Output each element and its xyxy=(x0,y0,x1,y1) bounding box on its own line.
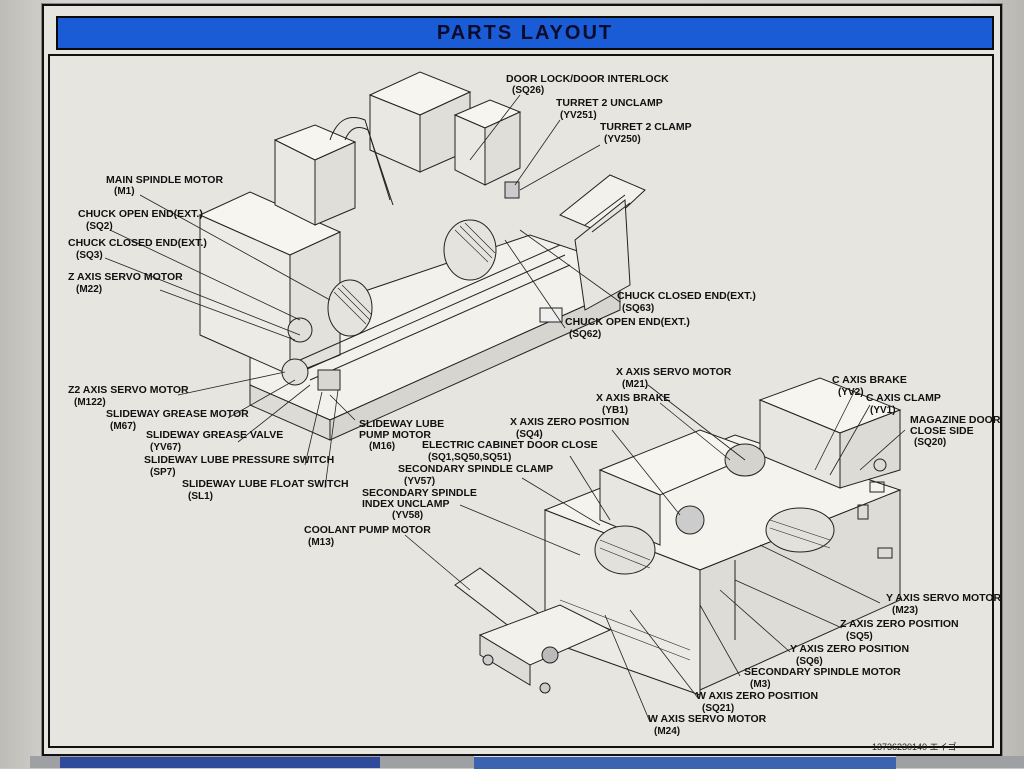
callout-labels: DOOR LOCK/DOOR INTERLOCK (SQ26) TURRET 2… xyxy=(68,73,1003,737)
code-electric-cabinet-door: (SQ1,SQ50,SQ51) xyxy=(428,452,511,463)
label-c-axis-clamp: C AXIS CLAMP xyxy=(866,392,941,404)
code-chuck-closed-sub: (SQ63) xyxy=(622,303,654,314)
bottom-plate-left xyxy=(60,757,380,768)
label-secondary-spindle-index-line2: INDEX UNCLAMP xyxy=(362,498,450,510)
label-z2-axis-servo: Z2 AXIS SERVO MOTOR xyxy=(68,384,189,396)
code-secondary-spindle-motor: (M3) xyxy=(750,679,771,690)
code-chuck-closed-main: (SQ3) xyxy=(76,250,103,261)
code-c-axis-brake: (YV2) xyxy=(838,387,864,398)
label-slideway-lube-pump-line2: PUMP MOTOR xyxy=(359,429,431,441)
label-door-lock: DOOR LOCK/DOOR INTERLOCK xyxy=(506,73,669,85)
label-x-axis-brake: X AXIS BRAKE xyxy=(596,392,670,404)
label-slideway-lube-float: SLIDEWAY LUBE FLOAT SWITCH xyxy=(182,478,349,490)
label-magazine-door-line2: CLOSE SIDE xyxy=(910,425,974,437)
code-magazine-door: (SQ20) xyxy=(914,437,946,448)
label-slideway-lube-pump: SLIDEWAY LUBE PUMP MOTOR xyxy=(359,418,447,441)
label-w-axis-servo: W AXIS SERVO MOTOR xyxy=(648,713,767,725)
label-x-axis-zero: X AXIS ZERO POSITION xyxy=(510,416,629,428)
title-bar: PARTS LAYOUT xyxy=(56,16,994,50)
code-secondary-spindle-index: (YV58) xyxy=(392,510,423,521)
leader-lines xyxy=(104,94,906,723)
parts-layout-plate: PARTS LAYOUT xyxy=(42,4,1002,756)
code-x-axis-zero: (SQ4) xyxy=(516,429,543,440)
label-slideway-grease-motor: SLIDEWAY GREASE MOTOR xyxy=(106,408,249,420)
label-coolant-pump: COOLANT PUMP MOTOR xyxy=(304,524,431,536)
code-slideway-grease-valve: (YV67) xyxy=(150,442,181,453)
label-chuck-closed-sub: CHUCK CLOSED END(EXT.) xyxy=(617,290,756,302)
bottom-plate-right xyxy=(474,756,896,769)
code-slideway-lube-pump: (M16) xyxy=(369,441,395,452)
code-z-axis-servo: (M22) xyxy=(76,284,102,295)
label-slideway-lube-pump-line1: SLIDEWAY LUBE xyxy=(359,418,444,430)
label-secondary-spindle-clamp: SECONDARY SPINDLE CLAMP xyxy=(398,463,553,475)
label-slideway-grease-valve: SLIDEWAY GREASE VALVE xyxy=(146,429,283,441)
label-z-axis-servo: Z AXIS SERVO MOTOR xyxy=(68,271,183,283)
label-chuck-open-main: CHUCK OPEN END(EXT.) xyxy=(78,208,203,220)
label-w-axis-zero: W AXIS ZERO POSITION xyxy=(696,690,818,702)
code-slideway-lube-float: (SL1) xyxy=(188,491,213,502)
label-magazine-door-line1: MAGAZINE DOOR xyxy=(910,414,1001,426)
label-turret2-unclamp: TURRET 2 UNCLAMP xyxy=(556,97,663,109)
code-chuck-open-sub: (SQ62) xyxy=(569,329,601,340)
label-secondary-spindle-motor: SECONDARY SPINDLE MOTOR xyxy=(744,666,901,678)
label-c-axis-brake: C AXIS BRAKE xyxy=(832,374,907,386)
label-x-axis-servo: X AXIS SERVO MOTOR xyxy=(616,366,732,378)
code-z2-axis-servo: (M122) xyxy=(74,397,106,408)
code-door-lock: (SQ26) xyxy=(512,85,544,96)
code-w-axis-zero: (SQ21) xyxy=(702,703,734,714)
code-turret2-unclamp: (YV251) xyxy=(560,110,597,121)
label-turret2-clamp: TURRET 2 CLAMP xyxy=(600,121,692,133)
code-chuck-open-main: (SQ2) xyxy=(86,221,113,232)
label-secondary-spindle-index: SECONDARY SPINDLE INDEX UNCLAMP xyxy=(362,487,480,510)
code-turret2-clamp: (YV250) xyxy=(604,134,641,145)
label-main-spindle-motor: MAIN SPINDLE MOTOR xyxy=(106,174,223,186)
label-secondary-spindle-index-line1: SECONDARY SPINDLE xyxy=(362,487,477,499)
label-magazine-door: MAGAZINE DOOR CLOSE SIDE xyxy=(910,414,1003,437)
page-title: PARTS LAYOUT xyxy=(436,22,614,44)
code-main-spindle-motor: (M1) xyxy=(114,186,135,197)
label-slideway-lube-pressure: SLIDEWAY LUBE PRESSURE SWITCH xyxy=(144,454,334,466)
lower-machine-drawing xyxy=(454,377,902,696)
code-y-axis-zero: (SQ6) xyxy=(796,656,823,667)
label-chuck-open-sub: CHUCK OPEN END(EXT.) xyxy=(565,316,690,328)
code-slideway-grease-motor: (M67) xyxy=(110,421,136,432)
code-z-axis-zero: (SQ5) xyxy=(846,631,873,642)
label-y-axis-zero: Y AXIS ZERO POSITION xyxy=(790,643,909,655)
code-slideway-lube-pressure: (SP7) xyxy=(150,467,176,478)
label-chuck-closed-main: CHUCK CLOSED END(EXT.) xyxy=(68,237,207,249)
label-y-axis-servo: Y AXIS SERVO MOTOR xyxy=(886,592,1002,604)
code-x-axis-servo: (M21) xyxy=(622,379,648,390)
code-w-axis-servo: (M24) xyxy=(654,726,680,737)
diagram-frame xyxy=(48,54,994,748)
label-z-axis-zero: Z AXIS ZERO POSITION xyxy=(840,618,959,630)
code-c-axis-clamp: (YV1) xyxy=(870,405,896,416)
code-secondary-spindle-clamp: (YV57) xyxy=(404,476,435,487)
upper-machine-drawing xyxy=(198,71,646,441)
serial-number: 13736230140 エイゴ xyxy=(872,742,957,752)
code-x-axis-brake: (YB1) xyxy=(602,405,628,416)
code-coolant-pump: (M13) xyxy=(308,537,334,548)
code-y-axis-servo: (M23) xyxy=(892,605,918,616)
label-electric-cabinet-door: ELECTRIC CABINET DOOR CLOSE xyxy=(422,439,598,451)
